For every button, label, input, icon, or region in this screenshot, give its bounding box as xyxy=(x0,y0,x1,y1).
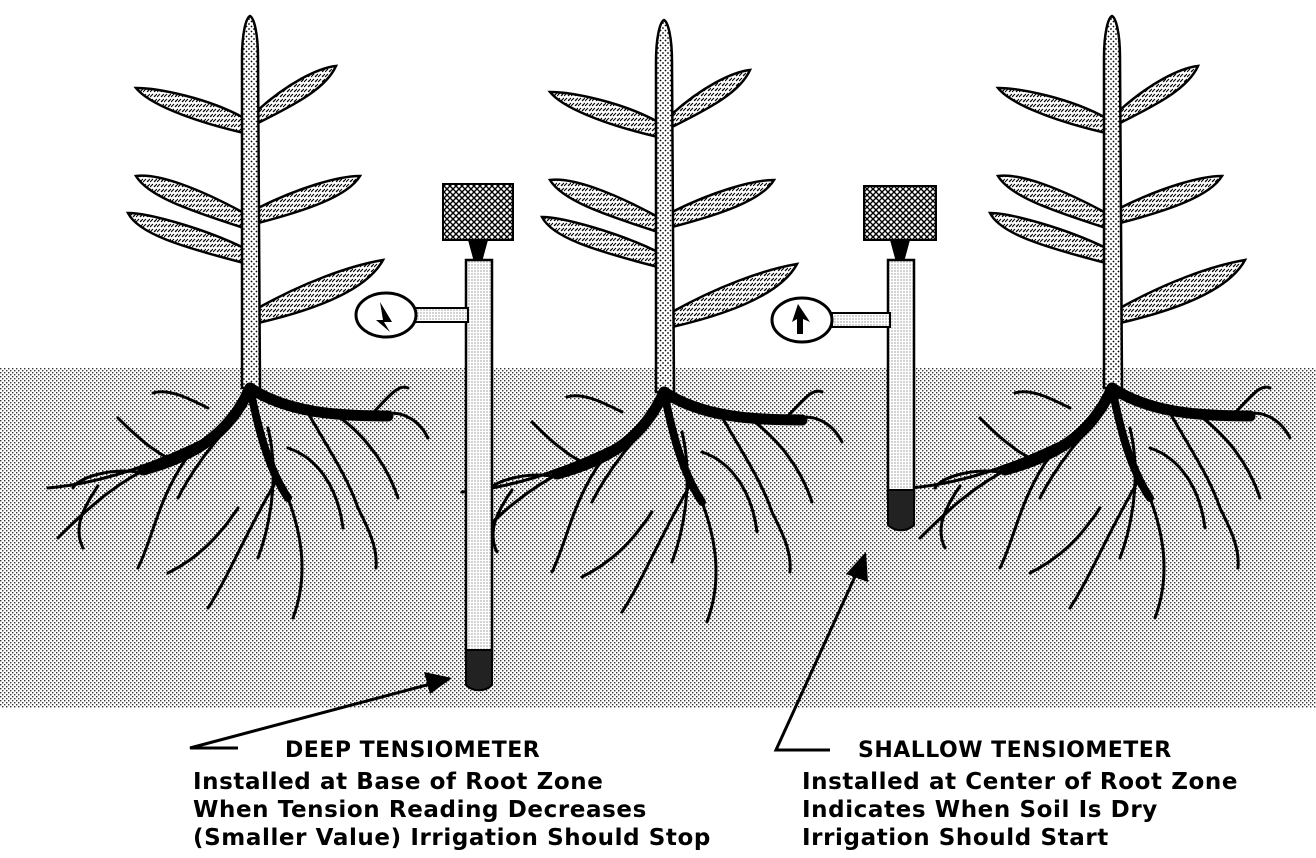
shallow-tensiometer-cap xyxy=(864,186,936,240)
shallow-line-3: Irrigation Should Start xyxy=(802,824,1238,852)
deep-line-3: (Smaller Value) Irrigation Should Stop xyxy=(193,824,711,852)
deep-tensiometer-title: DEEP TENSIOMETER xyxy=(285,738,540,763)
deep-tensiometer-tube xyxy=(466,260,492,660)
deep-tensiometer-cap xyxy=(443,184,513,240)
deep-tensiometer-description: Installed at Base of Root Zone When Tens… xyxy=(193,768,711,852)
deep-line-2: When Tension Reading Decreases xyxy=(193,796,711,824)
shallow-tensiometer-title: SHALLOW TENSIOMETER xyxy=(858,738,1172,763)
shallow-tensiometer-description: Installed at Center of Root Zone Indicat… xyxy=(802,768,1238,852)
shallow-line-2: Indicates When Soil Is Dry xyxy=(802,796,1238,824)
shallow-line-1: Installed at Center of Root Zone xyxy=(802,768,1238,796)
deep-line-1: Installed at Base of Root Zone xyxy=(193,768,711,796)
shallow-tensiometer-tube xyxy=(888,260,914,500)
shallow-tensiometer-tip xyxy=(888,490,914,530)
deep-tensiometer-tip xyxy=(466,650,492,690)
